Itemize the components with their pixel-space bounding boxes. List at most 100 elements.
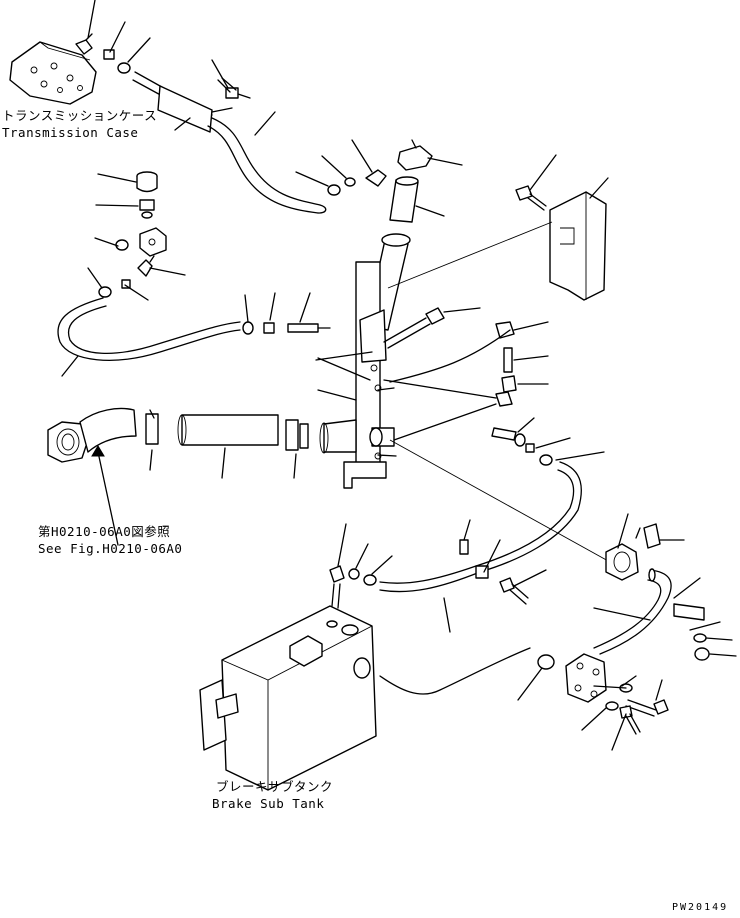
leader-line — [149, 449, 153, 471]
leader-line — [709, 653, 737, 657]
sleeve-fitting — [263, 322, 275, 334]
leader-line — [377, 454, 397, 457]
straight-fitting-right — [503, 347, 513, 373]
leader-line — [244, 294, 249, 323]
bracket-right — [673, 603, 705, 621]
nut-far-right — [694, 647, 710, 661]
leader-line — [95, 204, 139, 207]
elbow-fitting-right — [495, 321, 515, 339]
flange-elbow — [47, 407, 137, 463]
leader-line — [317, 357, 371, 381]
leader-line — [705, 637, 733, 641]
leader-line — [535, 437, 571, 449]
bolt-bracket — [515, 185, 547, 211]
bolt-clip — [499, 577, 529, 605]
washer-right — [693, 633, 707, 643]
leader-line — [513, 569, 547, 587]
filler-strainer — [389, 176, 419, 223]
leader-line — [389, 329, 511, 383]
leader-line — [621, 675, 637, 687]
leader-line — [611, 713, 627, 751]
leader-line — [97, 173, 137, 183]
leader-line — [389, 439, 611, 563]
valve-body — [605, 543, 639, 581]
washer-block-2 — [605, 701, 619, 711]
block-fitting — [139, 227, 167, 257]
leader-line — [351, 139, 373, 173]
nut-tank-2 — [363, 574, 377, 586]
leader-line — [673, 577, 701, 599]
nut-left — [98, 286, 112, 298]
elbow-fitting-mid — [137, 255, 155, 277]
filler-cap — [397, 139, 433, 171]
leader-line — [237, 93, 251, 99]
nut-hose-end — [242, 321, 254, 335]
leader-line — [513, 355, 549, 361]
leader-line — [513, 321, 549, 331]
connector-top — [103, 49, 115, 60]
leader-line — [387, 221, 553, 289]
leader-line — [174, 117, 191, 131]
brake-sub-tank-label-en: Brake Sub Tank — [212, 796, 325, 811]
nut-top — [117, 62, 131, 74]
leader-line — [299, 292, 311, 323]
transmission-case-label-jp: トランスミッションケース — [2, 108, 158, 123]
leader-line — [593, 685, 627, 689]
nut-mid — [115, 239, 129, 251]
junction-block — [565, 653, 607, 703]
leader-line — [415, 205, 445, 217]
leader-line — [529, 154, 557, 191]
leader-line — [393, 403, 497, 441]
leader-line — [87, 267, 103, 289]
leader-line — [254, 111, 276, 136]
leader-line — [211, 107, 233, 113]
cap-fitting — [136, 171, 158, 193]
elbow-fitting-right-3 — [495, 391, 513, 407]
hose-clamp-2 — [285, 419, 309, 451]
leader-line — [617, 513, 629, 549]
adapter-fitting — [287, 323, 319, 333]
leader-line — [321, 155, 347, 179]
leader-line — [295, 171, 329, 187]
bolt-pipe-mid — [383, 307, 445, 349]
leader-line — [127, 37, 151, 63]
elbow-fitting-top — [75, 33, 93, 55]
leader-line — [94, 237, 119, 247]
leader-line — [61, 355, 79, 377]
leader-line — [463, 519, 471, 541]
leader-line — [555, 451, 605, 461]
connector-left — [121, 279, 131, 289]
connector-right — [525, 443, 535, 453]
see-fig-label-en: See Fig.H0210-06A0 — [38, 541, 183, 556]
nut-tank — [348, 568, 360, 580]
leader-line — [337, 523, 347, 567]
leader-line — [149, 267, 186, 276]
leader-line — [383, 379, 497, 399]
elbow-fitting-pipe — [327, 169, 387, 196]
leader-line — [211, 59, 229, 89]
leader-line — [593, 607, 651, 621]
hose-block — [593, 568, 672, 655]
brake-sub-tank-label-jp: ブレーキサブタンク — [216, 779, 334, 794]
leader-line — [655, 679, 663, 701]
rubber-stopper — [459, 539, 469, 555]
hose-loop — [57, 297, 241, 361]
see-fig-label-jp: 第H0210-06A0図参照 — [38, 524, 171, 539]
o-ring — [537, 654, 555, 670]
leader-line — [87, 0, 96, 39]
straight-hose — [177, 414, 279, 446]
elbow-fitting-valve — [635, 523, 661, 549]
hose-transmission — [132, 71, 327, 214]
brake-sub-tank — [199, 605, 377, 791]
reference-arrow — [91, 445, 119, 546]
bolt-block-2 — [619, 705, 641, 735]
leader-line — [293, 453, 297, 479]
leader-line — [269, 292, 276, 321]
hose-tank — [379, 647, 531, 695]
leader-line — [377, 387, 395, 391]
leader-line — [315, 351, 373, 361]
bolt-top — [217, 77, 239, 99]
elbow-fitting-right-2 — [501, 375, 517, 393]
leader-line — [581, 707, 607, 731]
